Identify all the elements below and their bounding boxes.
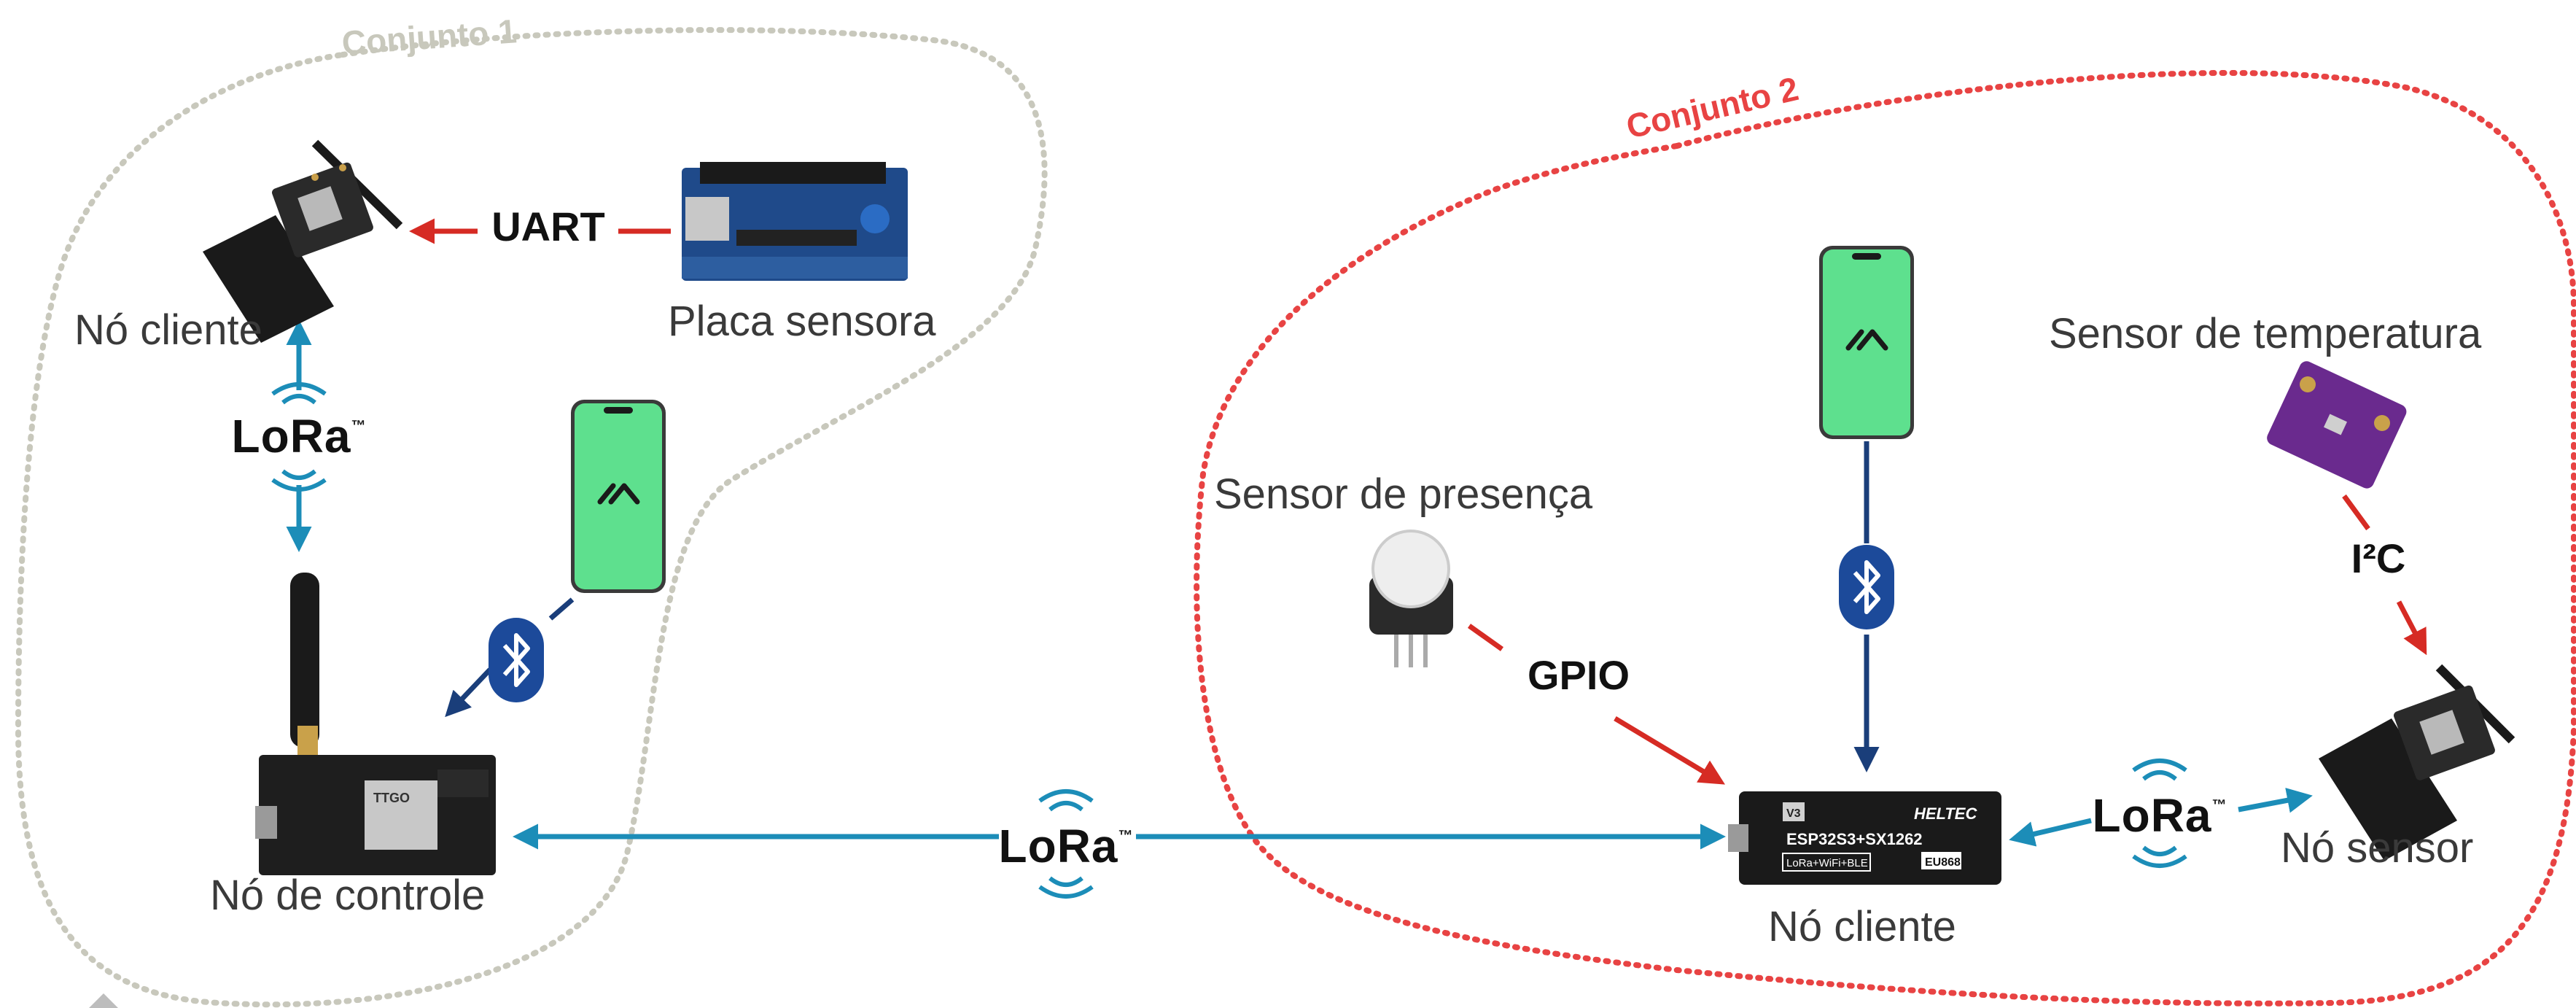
group2-label: Conjunto 2	[1623, 69, 1802, 146]
corner-mark	[89, 993, 118, 1008]
svg-text:ESP32S3+SX1262: ESP32S3+SX1262	[1786, 830, 1923, 848]
sensor-board-image	[682, 162, 908, 281]
group2-outline	[1194, 69, 2576, 1007]
presence-sensor-image	[1369, 530, 1453, 667]
svg-text:LoRa™: LoRa™	[232, 410, 367, 462]
uart-label: UART	[491, 203, 605, 249]
lora-short-left	[2009, 818, 2092, 847]
svg-text:LoRa+WiFi+BLE: LoRa+WiFi+BLE	[1786, 857, 1868, 869]
svg-text:EU868: EU868	[1925, 856, 1961, 869]
client-node-2-image: V3 HELTEC ESP32S3+SX1262 LoRa+WiFi+BLE E…	[1728, 791, 2001, 885]
control-node-image: TTGO	[255, 573, 496, 875]
i2c-arrow	[2396, 600, 2427, 656]
client-node-2-label: Nó cliente	[1768, 903, 1956, 950]
svg-text:LoRa™: LoRa™	[2093, 789, 2227, 842]
smartphone-icon	[1819, 246, 1914, 439]
client-node-1-label: Nó cliente	[74, 306, 262, 354]
lora-logo-vertical: LoRa™	[232, 382, 367, 492]
sensor-node-image	[2319, 664, 2515, 861]
temperature-sensor-image	[2267, 361, 2407, 489]
svg-text:LoRa™: LoRa™	[999, 820, 1134, 872]
i2c-line-top	[2342, 494, 2370, 531]
gpio-arrow	[1614, 716, 1726, 785]
gpio-line-top	[1467, 624, 1504, 651]
svg-text:HELTEC: HELTEC	[1914, 805, 1977, 823]
group1-label: Conjunto 1	[341, 12, 518, 62]
smartphone-icon	[571, 400, 666, 593]
bt-phone1-line	[548, 597, 575, 621]
sensor-node-label: Nó sensor	[2281, 824, 2473, 872]
i2c-label: I²C	[2351, 535, 2406, 581]
sensor-board-label: Placa sensora	[668, 298, 936, 345]
group1-outline	[15, 27, 1048, 1008]
presence-sensor-label: Sensor de presença	[1214, 470, 1593, 518]
lora-short-right	[2238, 788, 2313, 813]
control-node-label: Nó de controle	[210, 872, 485, 919]
lora-logo-center: LoRa™	[999, 789, 1134, 899]
gpio-label: GPIO	[1528, 652, 1630, 698]
bluetooth-icon	[489, 618, 544, 702]
svg-text:TTGO: TTGO	[373, 791, 410, 805]
svg-text:V3: V3	[1786, 807, 1801, 820]
bluetooth-icon	[1839, 545, 1894, 629]
bt-phone1-arrow	[445, 667, 492, 718]
temperature-sensor-label: Sensor de temperatura	[2049, 310, 2482, 357]
client-node-1-image	[203, 139, 403, 343]
lora-logo-right: LoRa™	[2093, 759, 2227, 868]
